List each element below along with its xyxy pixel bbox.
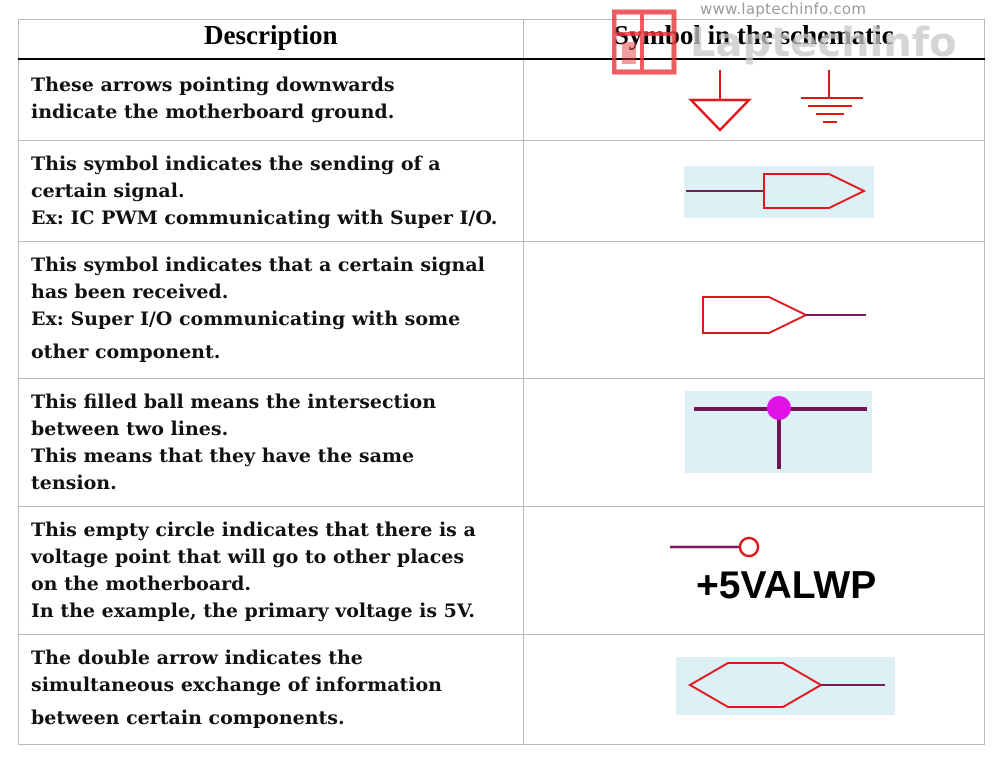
output-signal-symbol	[522, 139, 986, 242]
table-row: This symbol indicates the sending of a c…	[18, 139, 986, 242]
row-description: This empty circle indicates that there i…	[18, 505, 524, 635]
junction-dot-icon	[684, 390, 872, 473]
junction-symbol	[522, 377, 986, 507]
row-description: This filled ball means the intersection …	[18, 377, 524, 507]
bidirectional-symbol	[522, 633, 986, 745]
table-row: This filled ball means the intersection …	[18, 377, 986, 507]
schematic-symbol-table: Description Symbol in the schematic Thes…	[18, 19, 986, 745]
header-symbol: Symbol in the schematic	[522, 19, 986, 60]
ground-symbols	[522, 58, 986, 141]
output-arrow-icon	[683, 165, 874, 218]
row-description: These arrows pointing downwards indicate…	[18, 58, 524, 141]
input-signal-symbol	[522, 240, 986, 379]
voltage-point-symbol: +5VALWP	[522, 505, 986, 635]
row-description: This symbol indicates the sending of a c…	[18, 139, 524, 242]
row-description: The double arrow indicates the simultane…	[18, 633, 524, 745]
table-header-row: Description Symbol in the schematic	[18, 19, 986, 60]
table-row: This empty circle indicates that there i…	[18, 505, 986, 635]
watermark-url: www.laptechinfo.com	[700, 0, 867, 18]
table-row: This symbol indicates that a certain sig…	[18, 240, 986, 379]
ground-icon	[687, 70, 863, 132]
voltage-node-icon: +5VALWP	[669, 536, 876, 607]
table-row: These arrows pointing downwards indicate…	[18, 58, 986, 141]
bidirectional-arrow-icon	[675, 656, 895, 715]
header-description: Description	[18, 19, 524, 60]
input-arrow-icon	[701, 295, 866, 334]
table-row: The double arrow indicates the simultane…	[18, 633, 986, 745]
voltage-label: +5VALWP	[696, 564, 876, 607]
row-description: This symbol indicates that a certain sig…	[18, 240, 524, 379]
